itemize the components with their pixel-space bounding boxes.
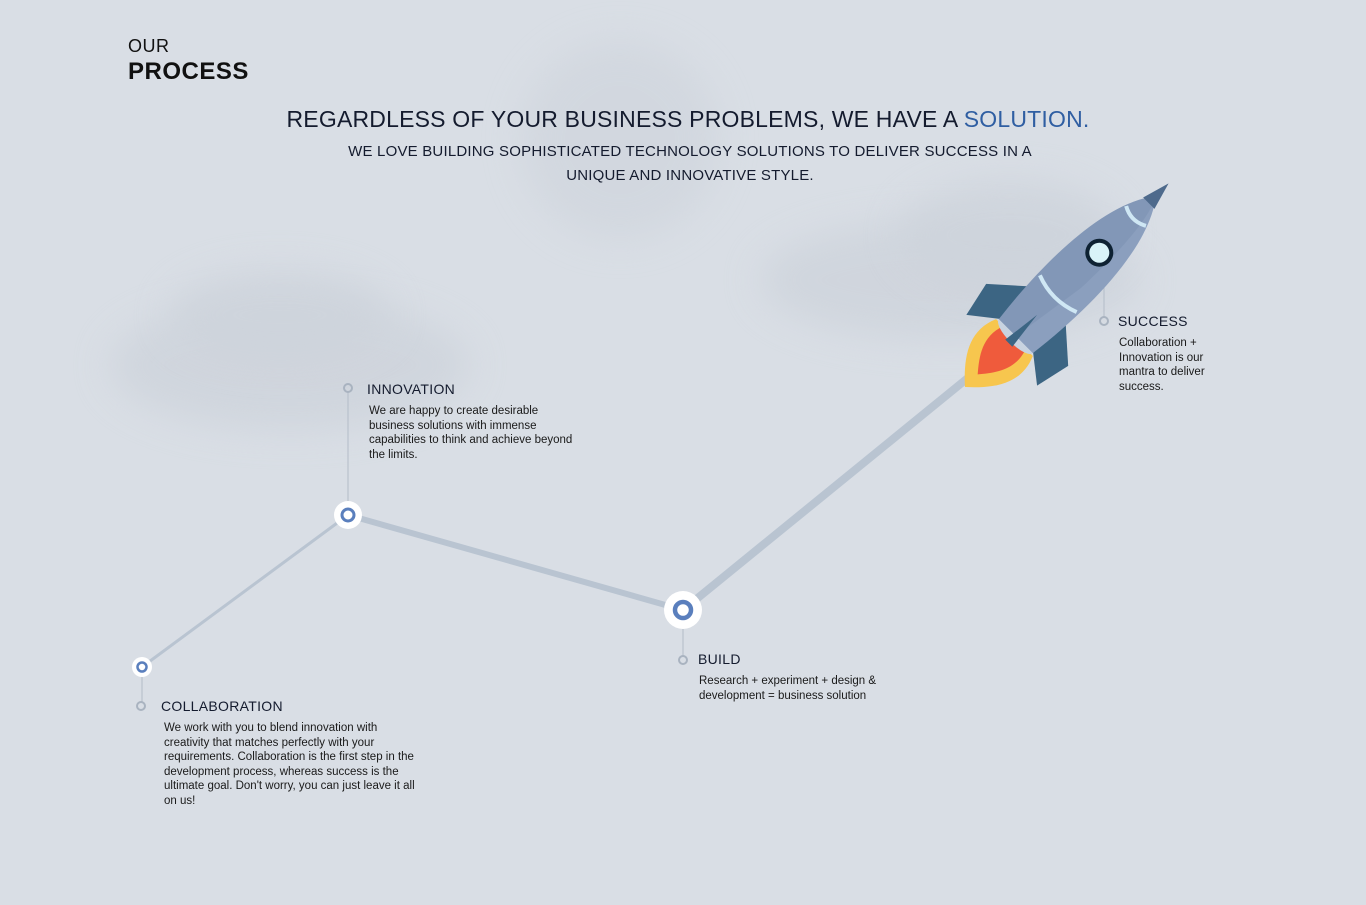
step-desc-build: Research + experiment + design & develop… <box>699 675 877 702</box>
step-title-success: SUCCESS <box>1118 313 1188 329</box>
cloud-center <box>520 40 720 240</box>
step-title-build: BUILD <box>698 651 741 667</box>
subheadline: WE LOVE BUILDING SOPHISTICATED TECHNOLOG… <box>348 143 1032 184</box>
marker-build <box>678 655 688 665</box>
marker-success <box>1099 316 1109 326</box>
path-segment-1 <box>141 513 349 669</box>
marker-innovation <box>343 383 353 393</box>
rocket-icon <box>964 183 1169 388</box>
step-desc-success: Collaboration + Innovation is our mantra… <box>1119 337 1205 393</box>
step-desc-collaboration: We work with you to blend innovation wit… <box>164 722 415 807</box>
cloud-left-top <box>170 270 390 360</box>
section-label: OUR <box>128 36 170 56</box>
node-build <box>664 591 702 629</box>
section-title: PROCESS <box>128 58 249 85</box>
headline: REGARDLESS OF YOUR BUSINESS PROBLEMS, WE… <box>0 106 1366 133</box>
step-title-collaboration: COLLABORATION <box>161 698 283 714</box>
path-segment-3 <box>680 338 1015 614</box>
step-title-innovation: INNOVATION <box>367 381 456 397</box>
path-segment-2 <box>347 512 684 613</box>
node-innovation <box>334 501 362 529</box>
node-collaboration <box>132 657 152 677</box>
headline-accent: SOLUTION. <box>963 106 1090 132</box>
marker-collaboration <box>136 701 146 711</box>
headline-main: REGARDLESS OF YOUR BUSINESS PROBLEMS, WE… <box>286 106 964 132</box>
step-desc-innovation: We are happy to create desirable busines… <box>369 405 573 461</box>
